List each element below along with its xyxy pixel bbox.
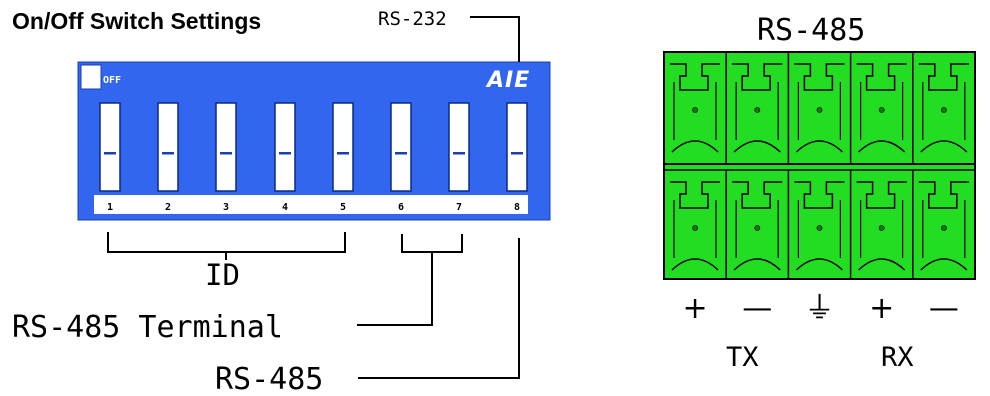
rx-label: RX (881, 342, 914, 373)
switch-lever (279, 152, 291, 155)
page-title: On/Off Switch Settings (12, 8, 262, 34)
switch-lever (162, 152, 174, 155)
rs485-mode-label: RS-485 (215, 362, 323, 396)
switch-number-label: 4 (282, 202, 288, 213)
screw-hole (878, 107, 885, 113)
dip-switch: OFF AIE 1 2 3 4 5 6 7 8 (77, 61, 551, 221)
terminal-block-title: RS-485 (757, 13, 865, 48)
id-label: ID (205, 258, 240, 292)
terminal-cell (725, 52, 783, 164)
off-label: OFF (103, 75, 121, 86)
screw-hole (941, 107, 947, 113)
switch-slot (274, 102, 296, 192)
screw-hole (692, 225, 698, 231)
terminal-cell (670, 181, 720, 271)
switch-slot (448, 102, 470, 192)
terminal-block (663, 51, 976, 280)
terminal-cell (849, 170, 907, 279)
pin-symbol: + (869, 291, 894, 326)
switch-slot (332, 102, 354, 192)
screw-hole (816, 225, 823, 231)
terminal-pin-symbols: + — ⏚ + — (683, 291, 959, 326)
switch-5[interactable] (332, 102, 354, 192)
rs485-terminal-label: RS-485 Terminal (12, 310, 283, 345)
switch-6[interactable] (390, 102, 412, 192)
terminal-bracket (401, 234, 463, 253)
switch-slot (390, 102, 412, 192)
switch-2[interactable] (157, 102, 179, 192)
terminal-cell (725, 170, 783, 279)
switch-number-label: 2 (165, 202, 171, 213)
brand-logo: AIE (485, 68, 530, 93)
terminal-cell (912, 170, 969, 279)
switch-3[interactable] (215, 102, 237, 192)
switch-1[interactable] (99, 102, 121, 192)
terminal-cell (912, 52, 969, 164)
screw-hole (878, 225, 885, 231)
id-bracket (107, 232, 346, 253)
terminal-leader-line (357, 252, 433, 326)
rs485-mode-leader-line (358, 238, 520, 379)
rs232-label: RS-232 (378, 8, 447, 30)
switch-number-label: 1 (107, 202, 113, 213)
switch-slot (506, 102, 528, 192)
screw-hole (754, 225, 761, 231)
pin-symbol: — (742, 291, 772, 326)
tx-label: TX (726, 342, 759, 373)
rs232-leader-line (470, 16, 520, 62)
switch-slot (99, 102, 121, 192)
pin-symbol: — (929, 291, 959, 326)
switch-slots (99, 102, 528, 192)
screw-hole (692, 107, 698, 113)
switch-7[interactable] (448, 102, 470, 192)
switch-number-label: 8 (514, 202, 520, 213)
off-indicator-box (80, 64, 102, 90)
switch-numbers: 1 2 3 4 5 6 7 8 (107, 202, 520, 213)
terminal-cell (787, 52, 845, 164)
screw-hole (754, 107, 761, 113)
switch-number-label: 6 (398, 202, 404, 213)
screw-hole (941, 225, 947, 231)
switch-lever (337, 152, 349, 155)
switch-slot (157, 102, 179, 192)
switch-number-label: 5 (340, 202, 346, 213)
terminal-cell (670, 63, 720, 153)
terminal-cell (849, 52, 907, 164)
screw-hole (816, 107, 823, 113)
switch-lever (220, 152, 232, 155)
terminal-cell (787, 170, 845, 279)
switch-8[interactable] (506, 102, 528, 192)
number-strip (94, 195, 528, 214)
dip-switch-body (77, 61, 551, 221)
switch-slot (215, 102, 237, 192)
switch-lever (395, 152, 407, 155)
switch-lever (453, 152, 465, 155)
pin-symbol: ⏚ (805, 291, 835, 326)
switch-lever (104, 152, 116, 155)
switch-number-label: 3 (223, 202, 229, 213)
switch-4[interactable] (274, 102, 296, 192)
switch-number-label: 7 (456, 202, 462, 213)
pin-symbol: + (683, 291, 708, 326)
switch-lever (511, 152, 523, 155)
